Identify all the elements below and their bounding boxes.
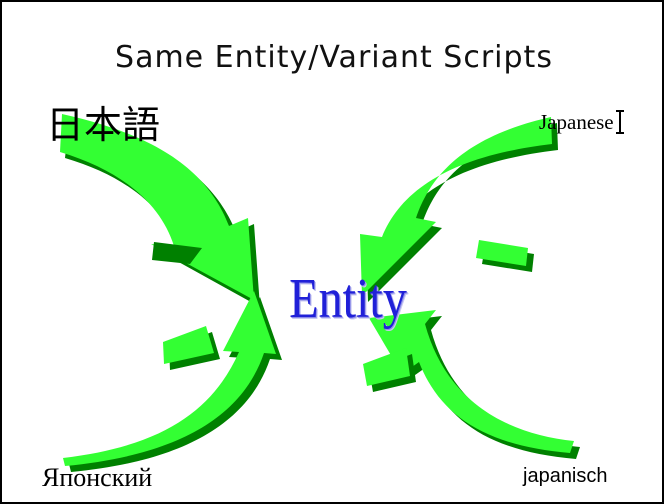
arrow-bottom-right: [369, 310, 574, 453]
center-entity-label: Entity: [289, 268, 407, 330]
arrow-top-left: [60, 114, 254, 300]
label-german: japanisch: [523, 465, 608, 487]
cropped-glyph: [615, 110, 624, 134]
label-japanese-native: 日本語: [46, 103, 161, 147]
label-russian: Японский: [42, 463, 153, 492]
arrow-bottom-right-flap: [363, 348, 410, 386]
arrow-bottom-left: [63, 291, 276, 466]
label-english: Japanese: [539, 110, 624, 135]
arrow-top-right: [360, 117, 552, 296]
arrow-top-left-flap-shadow: [152, 242, 202, 264]
arrow-bottom-left-flap: [163, 326, 214, 364]
label-english-text: Japanese: [539, 110, 614, 134]
arrow-top-right-flap: [476, 240, 528, 266]
slide-title: Same Entity/Variant Scripts: [115, 40, 553, 75]
